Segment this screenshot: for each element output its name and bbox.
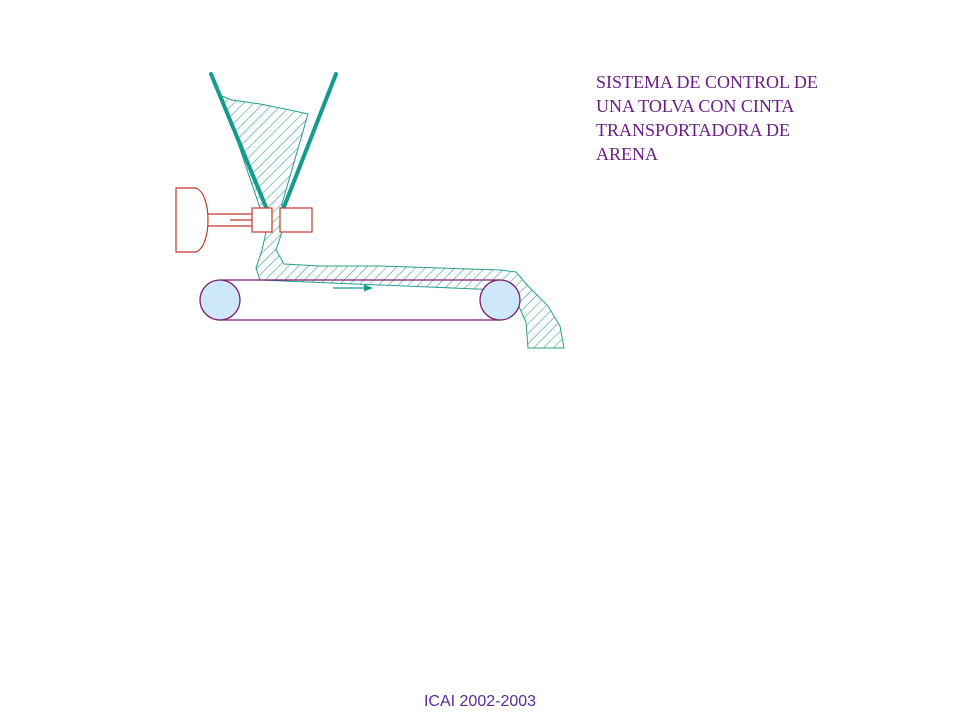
title-line: SISTEMA DE CONTROL DE (596, 72, 818, 92)
slide-title: SISTEMA DE CONTROL DE UNA TOLVA CON CINT… (596, 70, 896, 166)
roller-left (199, 279, 241, 321)
title-line: UNA TOLVA CON CINTA (596, 96, 795, 116)
roller-right (479, 279, 521, 321)
hopper-right-wall (280, 72, 338, 214)
valve-gate-right (279, 207, 313, 233)
sand-in-hopper (221, 95, 565, 349)
valve-actuator (175, 187, 313, 253)
valve-gate-left (251, 207, 273, 233)
direction-arrow-icon (364, 284, 373, 292)
footer-text: ICAI 2002-2003 (423, 693, 537, 710)
title-line: TRANSPORTADORA DE (596, 120, 791, 140)
actuator-head (175, 187, 209, 253)
conveyor-belt (199, 279, 521, 321)
title-line: ARENA (596, 144, 658, 164)
hopper-left-wall (209, 72, 270, 214)
